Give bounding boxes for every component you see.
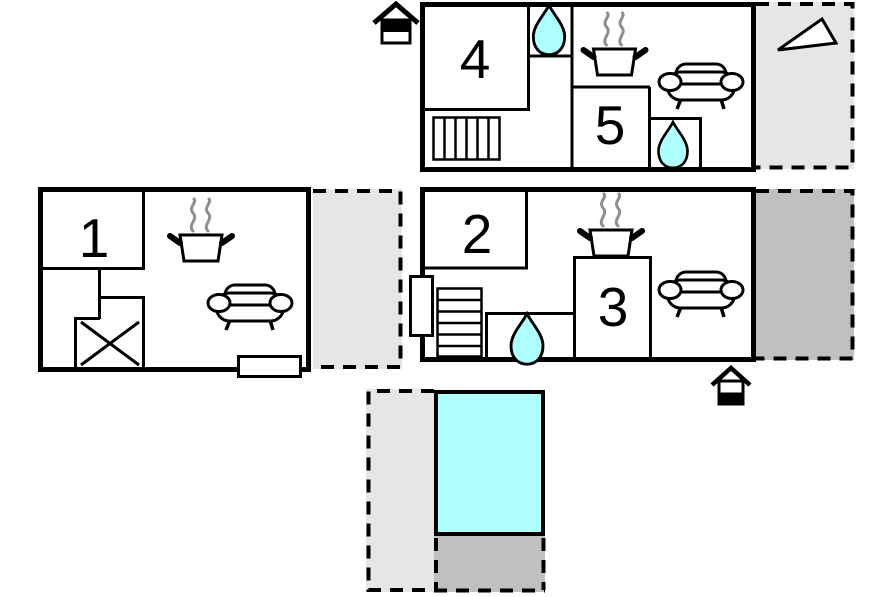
- pool-patio-light: [366, 389, 434, 592]
- room-4-label: 4: [460, 28, 491, 90]
- pool-area: [366, 389, 546, 593]
- ground-floor-house-icon: [710, 364, 752, 406]
- terrace-upper-right: [756, 2, 855, 170]
- interior-walls: [425, 192, 652, 358]
- swimming-pool: [434, 390, 545, 536]
- terrace-triangle-icon: [777, 16, 839, 52]
- closet-cross-icon: [80, 320, 140, 367]
- room-3-label: 3: [598, 276, 629, 338]
- interior-walls: [43, 192, 145, 368]
- upper-floor-house-icon: [372, 0, 420, 45]
- upper-floor-plan: 4 5: [420, 2, 756, 172]
- stairs-icon: [432, 116, 501, 161]
- room-2-label: 2: [462, 203, 493, 265]
- terrace-middle-right: [756, 189, 855, 361]
- room-5-label: 5: [595, 94, 626, 156]
- pool-patio-dark: [434, 536, 545, 592]
- terrace-middle-left: [313, 189, 403, 369]
- door-opening: [237, 355, 302, 378]
- apartment-1-plan: 1: [38, 187, 311, 378]
- outer-walls: [38, 187, 311, 372]
- room-1-label: 1: [79, 207, 110, 269]
- door-opening: [409, 275, 434, 337]
- stairs-icon: [436, 287, 483, 358]
- ground-floor-plan: 2 3: [409, 187, 756, 366]
